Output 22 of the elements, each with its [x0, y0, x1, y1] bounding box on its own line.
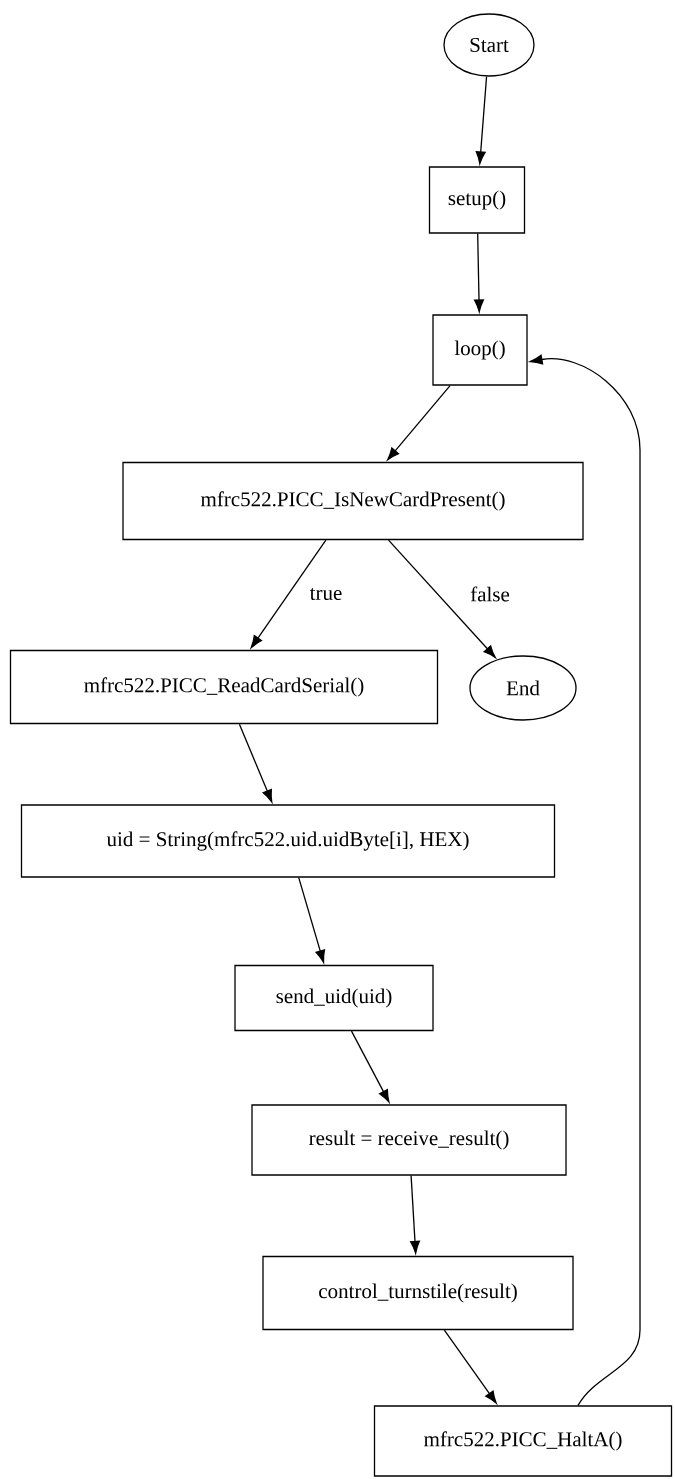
process-box: mfrc522.PICC_HaltA() [373, 1405, 673, 1477]
process-box: setup() [428, 166, 526, 234]
process-box: mfrc522.PICC_IsNewCardPresent() [122, 461, 584, 541]
edge-label: false [469, 585, 511, 603]
arrow [474, 233, 485, 313]
arrow [529, 354, 641, 1406]
process-box: mfrc522.PICC_ReadCardSerial() [9, 649, 439, 725]
arrow [443, 1329, 497, 1404]
process-box: send_uid(uid) [234, 964, 434, 1032]
arrow [387, 539, 496, 659]
arrow [387, 385, 451, 461]
process-box: control_turnstile(result) [262, 1255, 574, 1331]
arrow [298, 877, 326, 963]
arrow [238, 723, 273, 803]
process-box: result = receive_result() [251, 1104, 567, 1176]
edge-label: true [308, 586, 344, 601]
arrow [475, 75, 488, 165]
process-box: uid = String(mfrc522.uid.uidByte[i], HEX) [20, 804, 556, 878]
arrow [250, 539, 327, 649]
arrow [409, 1175, 420, 1254]
process-box: loop() [432, 314, 528, 386]
arrow [350, 1030, 390, 1103]
